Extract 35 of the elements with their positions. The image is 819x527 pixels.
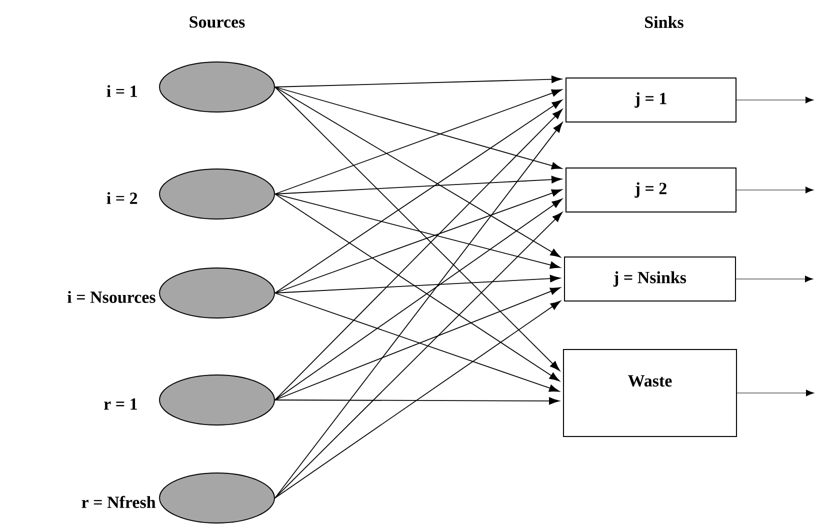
source-ellipse bbox=[159, 472, 275, 524]
sink-box: Waste bbox=[563, 349, 737, 437]
arrow bbox=[274, 86, 562, 170]
arrow bbox=[736, 276, 814, 282]
source-label: r = 1 bbox=[104, 398, 137, 410]
source-label: i = 2 bbox=[106, 192, 138, 204]
source-ellipse bbox=[159, 374, 275, 426]
arrow bbox=[274, 100, 562, 294]
source-ellipse bbox=[159, 168, 275, 220]
arrow bbox=[736, 96, 814, 104]
arrow bbox=[274, 194, 560, 269]
arrow bbox=[274, 76, 562, 88]
source-label: i = 1 bbox=[106, 85, 137, 97]
source-ellipse bbox=[159, 62, 275, 112]
column-heading: Sources bbox=[190, 16, 245, 28]
arrow bbox=[274, 122, 563, 498]
arrow bbox=[274, 109, 562, 400]
arrow bbox=[274, 300, 561, 498]
arrow bbox=[274, 189, 562, 294]
arrow bbox=[736, 390, 814, 396]
arrow bbox=[736, 186, 814, 194]
arrow bbox=[274, 176, 562, 194]
source-ellipse bbox=[159, 268, 275, 318]
arrow bbox=[274, 86, 560, 371]
source-label: r = Nfresh bbox=[82, 496, 156, 508]
arrow bbox=[274, 212, 562, 498]
sink-box: j = 1 bbox=[566, 78, 736, 122]
sink-box: j = 2 bbox=[566, 168, 736, 212]
arrow bbox=[274, 397, 560, 405]
arrow bbox=[274, 89, 562, 194]
source-label: i = Nsources bbox=[67, 291, 156, 303]
column-heading: Sinks bbox=[645, 16, 684, 28]
arrow bbox=[274, 86, 561, 258]
arrow bbox=[274, 274, 560, 294]
sink-box: j = Nsinks bbox=[564, 256, 736, 302]
